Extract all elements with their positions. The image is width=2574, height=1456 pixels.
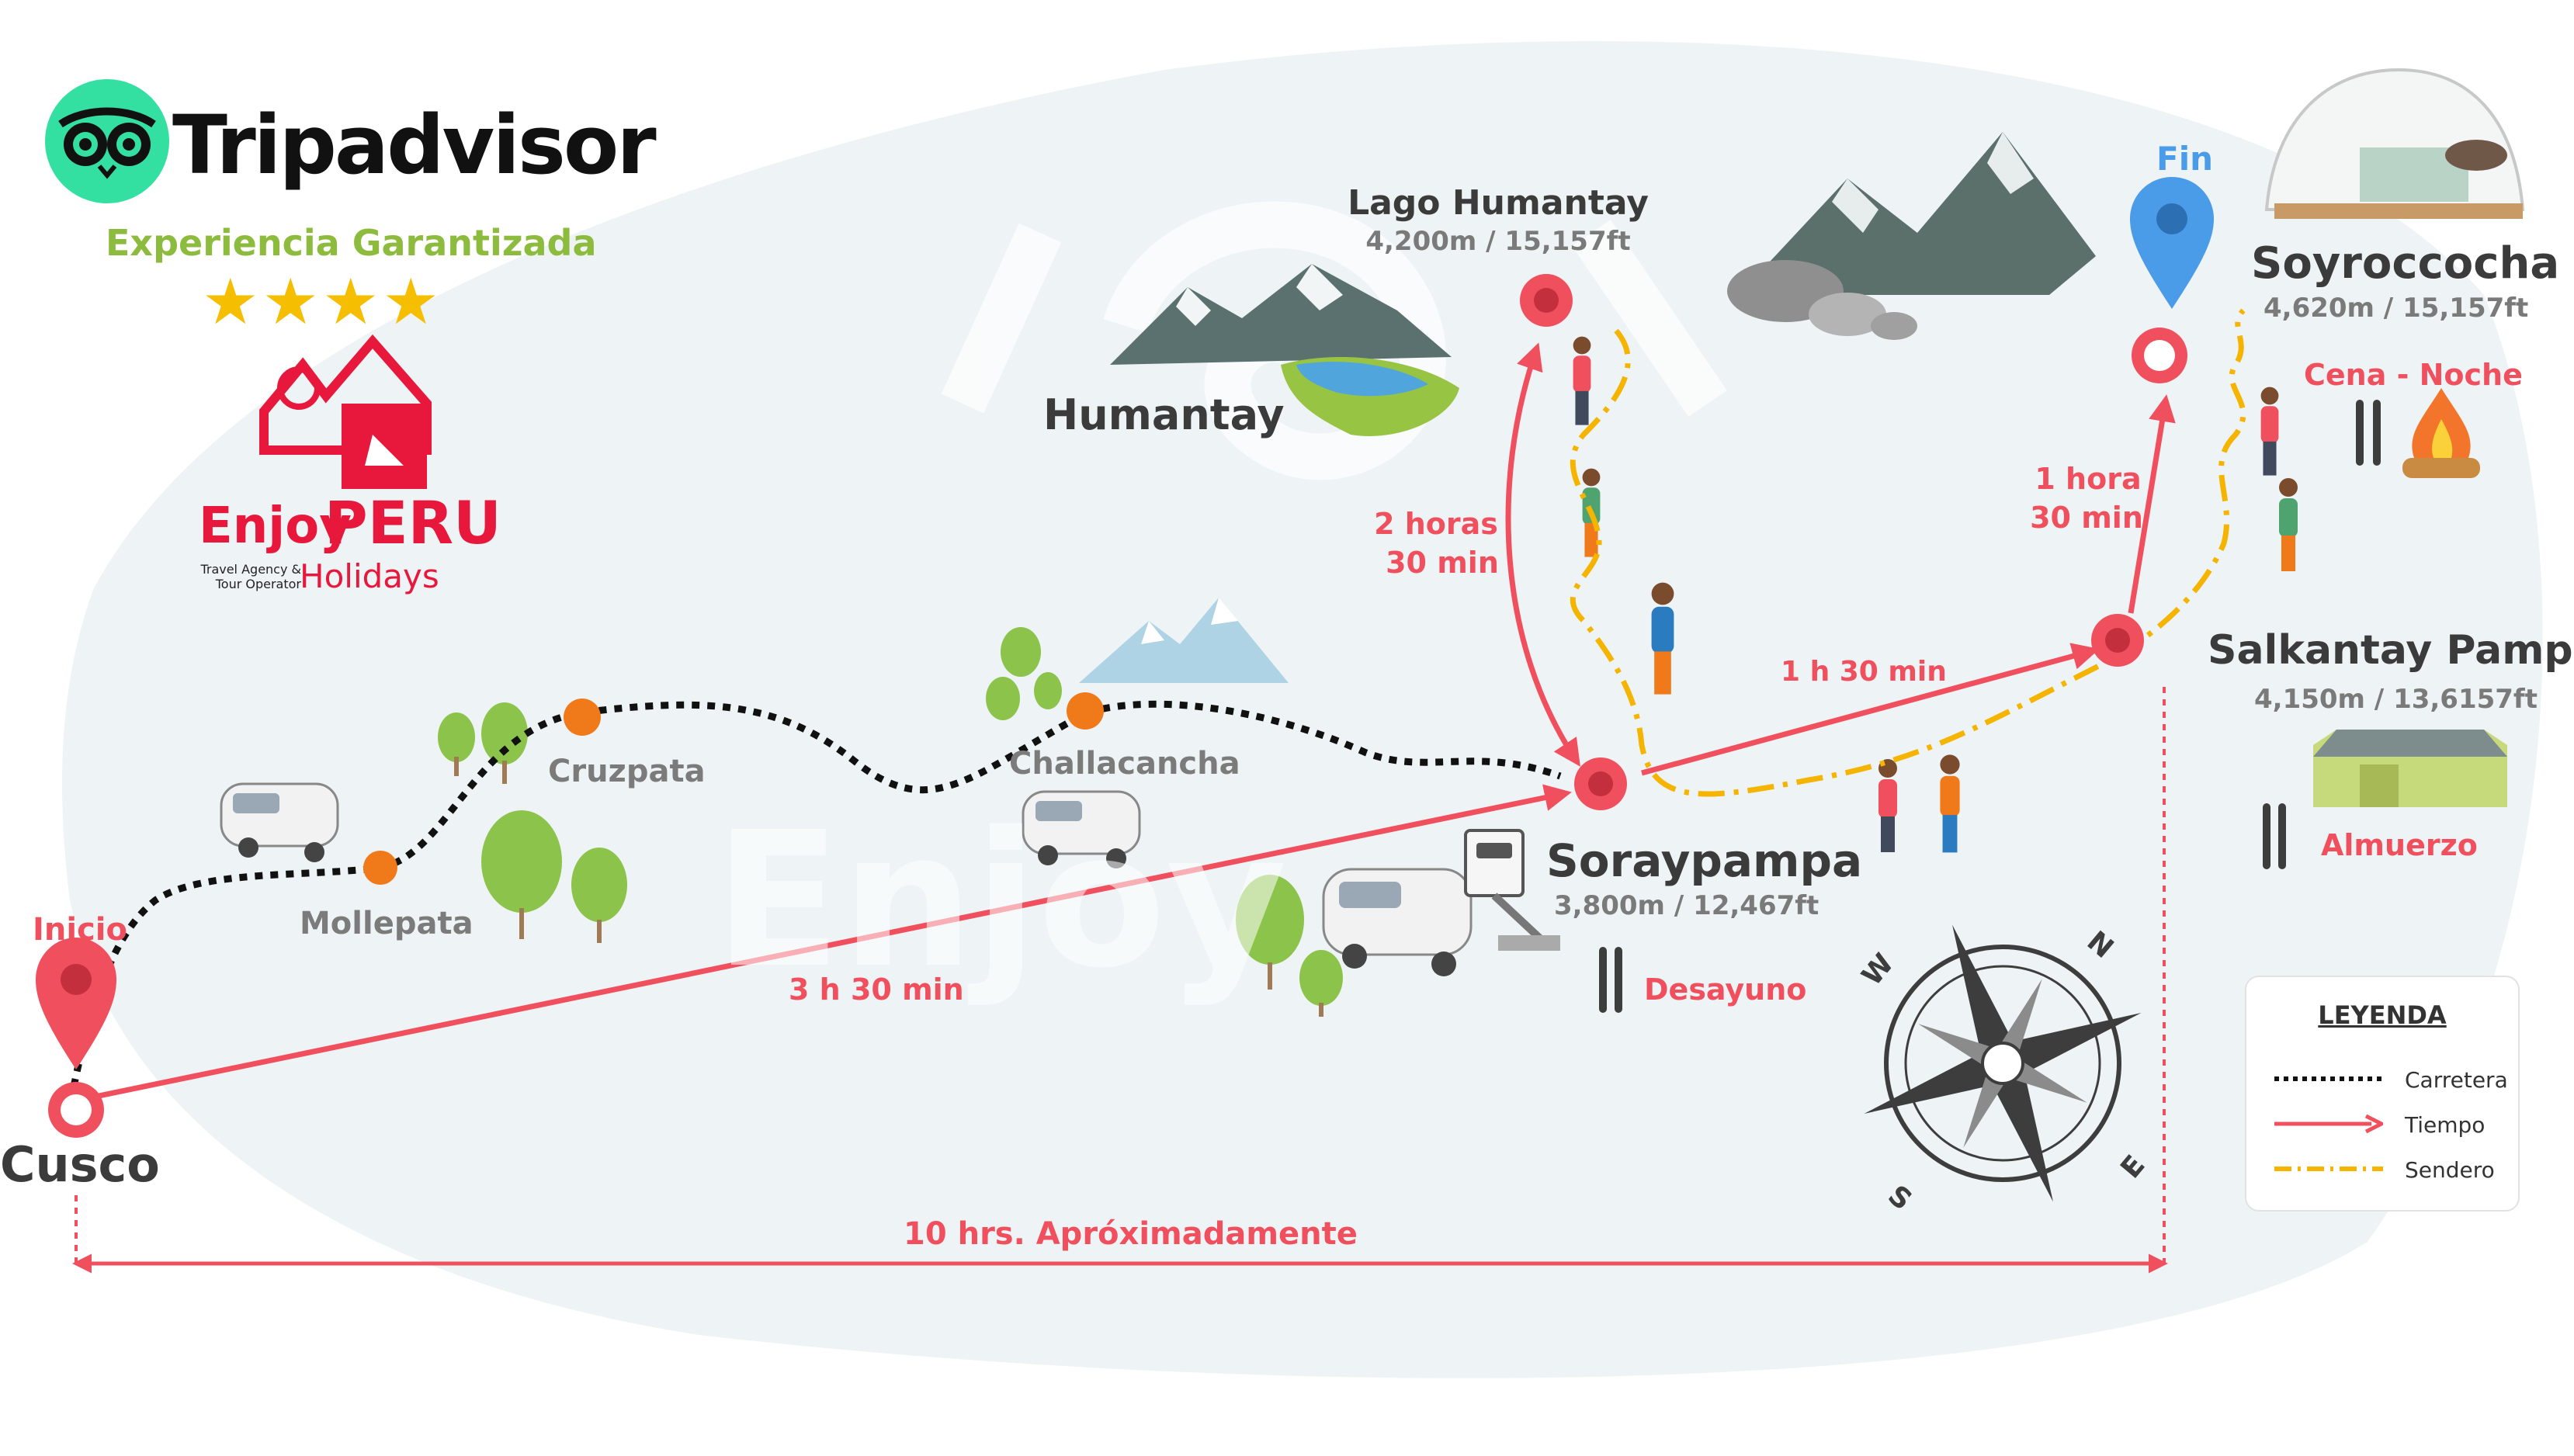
label-cusco: Cusco	[0, 1136, 160, 1193]
background-blob	[62, 41, 2543, 1378]
pin-start-icon	[36, 938, 116, 1069]
label-inicio: Inicio	[33, 912, 127, 948]
legend-time-label: Tiempo	[2405, 1112, 2486, 1138]
time-soraypampa-salkantay: 1 h 30 min	[1781, 656, 1947, 688]
elev-salkantay-pampa: 4,150m / 13,6157ft	[2254, 684, 2538, 715]
elev-soraypampa: 3,800m / 12,467ft	[1554, 890, 1819, 921]
snowy-mountain-illustration	[1079, 598, 1289, 683]
rating-stars: ★★★★	[202, 265, 443, 339]
time-salkantay-soyroccocha-b: 30 min	[2030, 501, 2143, 535]
tent-camp-illustration	[2313, 730, 2507, 807]
tagline: Experiencia Garantizada	[106, 222, 597, 264]
legend-row-road: Carretera	[2274, 1064, 2508, 1095]
label-humantay: Humantay	[1043, 390, 1285, 439]
waypoint-mollepata	[363, 851, 397, 885]
label-lago-humantay: Lago Humantay	[1348, 183, 1649, 223]
node-cusco	[48, 1082, 104, 1138]
legend-road-swatch	[2274, 1076, 2383, 1081]
road-route	[70, 700, 1562, 1087]
node-soyroccocha	[2132, 328, 2187, 383]
enjoy-peru-logo-icon	[259, 334, 432, 489]
legend-title: LEYENDA	[2318, 1000, 2447, 1030]
watermark-text: Enjoy	[714, 792, 1288, 1009]
waypoint-challacancha	[1067, 692, 1104, 730]
time-humantay-a: 2 horas	[1374, 507, 1498, 541]
agency-name-b: PERU	[324, 488, 501, 557]
tripadvisor-owl-icon	[45, 79, 169, 203]
total-time: 10 hrs. Apróximadamente	[904, 1216, 1358, 1252]
tripadvisor-wordmark: Tripadvisor	[172, 98, 657, 192]
hikers-illustration	[1573, 336, 2298, 853]
trail-route	[1570, 308, 2246, 797]
cutlery-icon	[1599, 400, 2381, 1013]
pin-end-icon	[2130, 177, 2214, 309]
legend-trail-swatch	[2274, 1167, 2383, 1171]
time-arrow-humantay	[1505, 342, 1580, 767]
time-arrow-cusco	[75, 784, 1572, 1104]
rocky-mountains-illustration	[1727, 132, 2096, 340]
node-lago-humantay	[1520, 274, 1573, 327]
time-arrow-soyroccocha	[2128, 394, 2176, 614]
agency-name-c: Holidays	[300, 557, 439, 595]
meal-almuerzo: Almuerzo	[2321, 828, 2478, 862]
label-soraypampa: Soraypampa	[1546, 834, 1863, 887]
elev-soyroccocha: 4,620m / 15,157ft	[2264, 293, 2529, 324]
legend-row-trail: Sendero	[2274, 1154, 2499, 1185]
label-salkantay-pampa: Salkantay Pampa	[2208, 627, 2574, 674]
label-soyroccocha: Soyroccocha	[2251, 238, 2560, 289]
agency-name-a: Enjoy	[199, 497, 352, 555]
legend-trail-label: Sendero	[2405, 1157, 2495, 1183]
node-soraypampa	[1574, 757, 1627, 810]
label-mollepata: Mollepata	[300, 906, 474, 941]
legend: LEYENDA Carretera Tiempo Sendero	[2245, 976, 2520, 1212]
legend-road-label: Carretera	[2405, 1067, 2508, 1093]
time-cusco-soraypampa: 3 h 30 min	[789, 972, 964, 1007]
watermark: Enjoy	[714, 792, 1287, 1009]
label-cruzpata: Cruzpata	[548, 754, 706, 789]
time-arrow-salkantay	[1641, 643, 2100, 776]
legend-time-swatch	[2274, 1114, 2383, 1134]
label-challacancha: Challacancha	[1009, 746, 1240, 782]
humantay-mountain-illustration	[1110, 264, 1459, 436]
meal-cena: Cena - Noche	[2304, 358, 2523, 392]
dome-camp-illustration	[2264, 68, 2525, 219]
elev-lago-humantay: 4,200m / 15,157ft	[1365, 226, 1631, 257]
time-salkantay-soyroccocha-a: 1 hora	[2035, 462, 2142, 496]
label-fin: Fin	[2156, 140, 2213, 178]
campfire-icon	[2402, 388, 2480, 478]
waypoint-cruzpata	[564, 699, 601, 736]
legend-row-time: Tiempo	[2274, 1109, 2499, 1140]
compass-rose-icon	[1864, 924, 2142, 1202]
meal-desayuno: Desayuno	[1644, 972, 1807, 1007]
agency-desc: Travel Agency & Tour Operator	[200, 562, 301, 592]
time-humantay-b: 30 min	[1386, 546, 1499, 580]
trees-illustration	[438, 627, 1343, 1006]
bus-stop-icon	[1464, 829, 1560, 951]
node-salkantay-pampa	[2091, 614, 2144, 667]
